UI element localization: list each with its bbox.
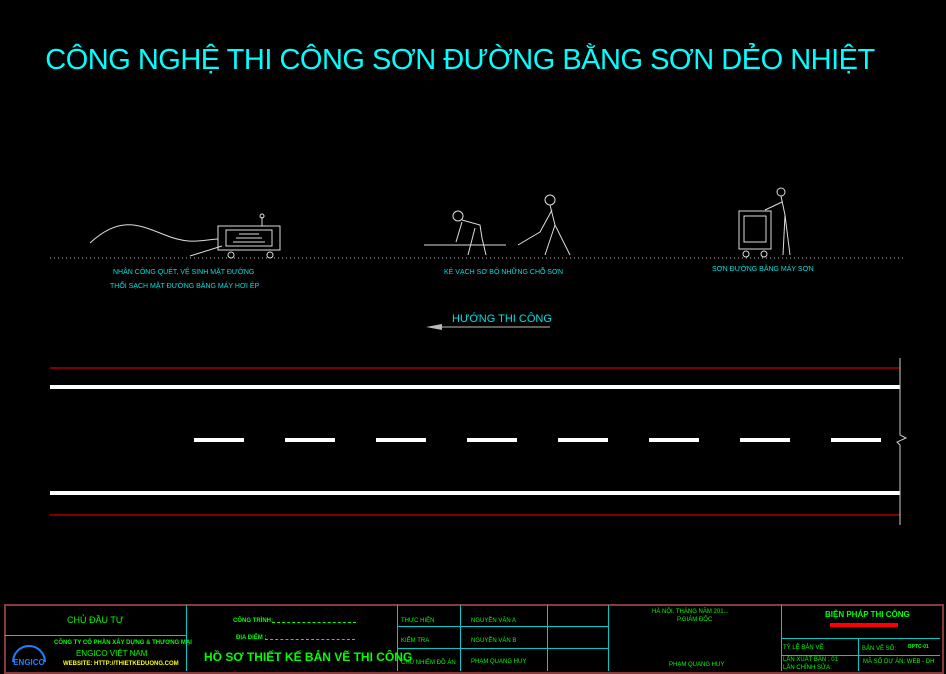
title-underline bbox=[830, 623, 898, 627]
role-name: NGUYỄN VĂN A bbox=[471, 618, 517, 624]
title-block bbox=[4, 604, 944, 674]
break-line bbox=[896, 358, 908, 525]
role-label: THỰC HIỆN bbox=[401, 618, 435, 624]
scale-label: TỶ LỆ BẢN VẼ bbox=[783, 645, 824, 651]
drawing-no: BPTC-01 bbox=[908, 644, 929, 650]
drawing-no-label: BẢN VẼ SỐ: bbox=[862, 646, 897, 652]
role-name: NGUYỄN VĂN B bbox=[471, 638, 517, 644]
role-label: KIỂM TRA bbox=[401, 638, 430, 644]
step1-caption-2: THỔI SẠCH MẶT ĐƯỜNG BẰNG MÁY HƠI ÉP bbox=[110, 283, 260, 290]
step2-caption: KẺ VẠCH SƠ BỘ NHỮNG CHỖ SƠN bbox=[444, 269, 564, 276]
revision-text: LẦN CHỈNH SỬA: bbox=[783, 665, 832, 671]
location-label: ĐỊA ĐIỂM : bbox=[236, 635, 267, 641]
project-code: MÃ SỐ DỰ ÁN: WEB - DH bbox=[863, 659, 935, 665]
role-label: CHỦ NHIỆM ĐỒ ÁN bbox=[401, 660, 456, 666]
company-name: ENGICO VIỆT NAM bbox=[76, 649, 148, 658]
paint-machine-icon bbox=[738, 187, 791, 258]
construction-illustration bbox=[50, 187, 908, 525]
step3-caption: SƠN ĐƯỜNG BẰNG MÁY SƠN bbox=[712, 266, 814, 273]
website-link[interactable]: WEBSITE: HTTP://THIETKEDUONG.COM bbox=[63, 661, 179, 667]
step1-caption: NHÂN CÔNG QUÉT, VỆ SINH MẶT ĐƯỜNG bbox=[113, 269, 255, 276]
drawing-name: BIỆN PHÁP THI CÔNG bbox=[825, 610, 910, 619]
engico-logo: ENGICO bbox=[12, 645, 46, 667]
role-name: PHẠM QUANG HUY bbox=[471, 659, 527, 665]
worker-marking-icon bbox=[424, 194, 571, 256]
svg-text:ENGICO: ENGICO bbox=[13, 658, 45, 667]
owner-label: CHỦ ĐẦU TƯ bbox=[67, 615, 124, 625]
arrow-head-icon bbox=[426, 324, 442, 330]
air-blower-icon bbox=[89, 213, 281, 259]
director-name: PHẠM QUANG HUY bbox=[669, 662, 725, 668]
dossier-title: HỒ SƠ THIẾT KẾ BẢN VẼ THI CÔNG bbox=[204, 650, 413, 664]
director-title: P.GIÁM ĐỐC bbox=[677, 617, 713, 623]
issue-text: LẦN XUẤT BẢN : 01 bbox=[783, 657, 838, 663]
date-text: HÀ NỘI, THÁNG NĂM 201... bbox=[652, 609, 729, 615]
direction-label: HƯỚNG THI CÔNG bbox=[452, 313, 552, 325]
drawing-title: CÔNG NGHỆ THI CÔNG SƠN ĐƯỜNG BẰNG SƠN DẺ… bbox=[45, 44, 875, 76]
project-label: CÔNG TRÌNH: bbox=[233, 618, 273, 624]
company-label: CÔNG TY CỔ PHẦN XÂY DỰNG & THƯƠNG MẠI bbox=[54, 640, 192, 646]
